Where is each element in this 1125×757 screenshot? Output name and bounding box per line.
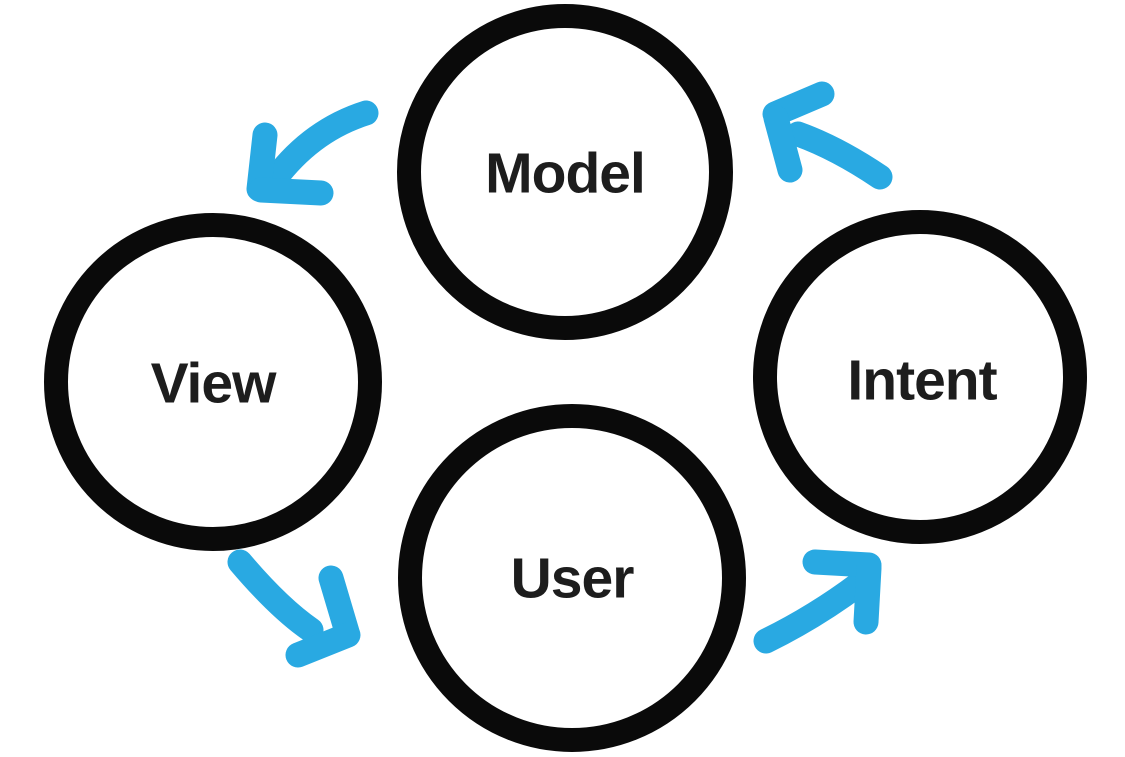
arrow-view-to-user [227,549,361,668]
arrow-shaft [753,571,872,654]
arrow-shaft [227,549,324,643]
arrow-head-stroke [248,177,334,206]
arrow-head-stroke [763,105,803,183]
arrow-user-to-intent [753,549,882,654]
node-model-circle [397,4,733,340]
node-view-label: View [150,351,277,416]
node-user-label: User [510,546,635,611]
arrow-head-stroke [853,555,882,635]
arrow-shaft [262,100,379,192]
node-user-circle [398,404,746,752]
arrow-model-to-view [246,100,379,206]
node-intent-label: Intent [847,348,997,413]
node-view-circle [44,213,382,551]
arrow-head-stroke [285,622,361,668]
node-intent-circle [753,210,1087,544]
node-model-label: Model [485,141,646,206]
arrow-shaft [785,121,893,190]
arrow-intent-to-model [762,81,893,190]
arrow-head-stroke [318,565,360,645]
